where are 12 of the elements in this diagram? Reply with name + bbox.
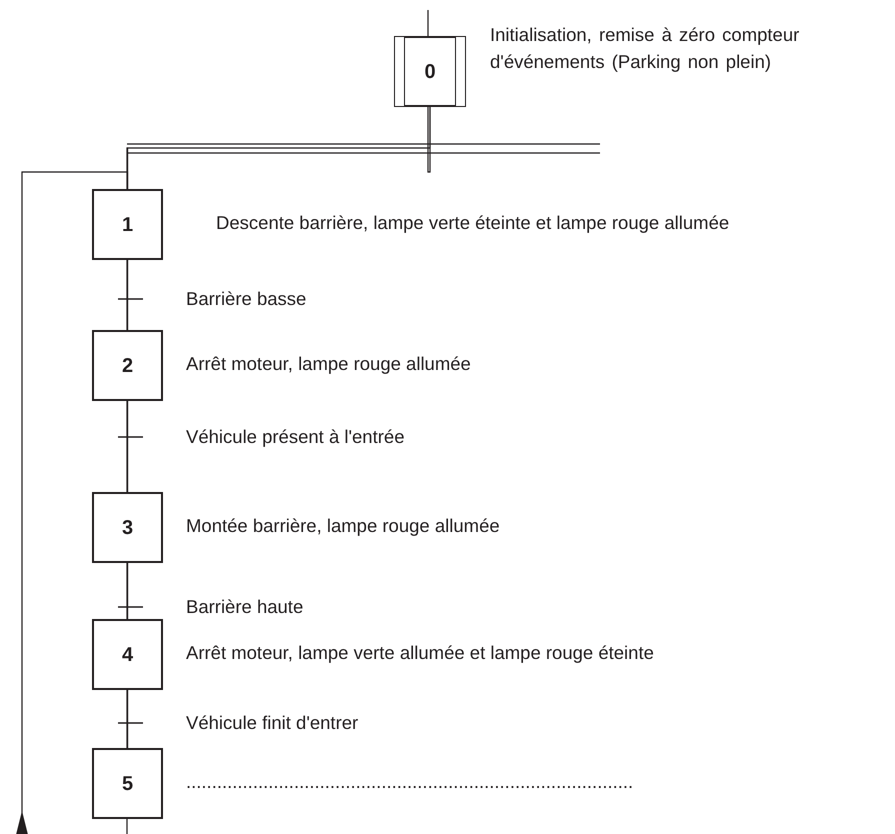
action-text: Montée barrière, lampe rouge allumée — [186, 514, 500, 538]
step-box: 5 — [92, 748, 163, 819]
action-text: ....................................................................................... — [186, 770, 634, 794]
step-box: 3 — [92, 492, 163, 563]
step-box: 1 — [92, 189, 163, 260]
action-text: Initialisation, remise à zéro compteur d'événements (Parking non plein) — [490, 23, 800, 74]
action-text: Descente barrière, lampe verte éteinte et lampe rouge allumée — [216, 210, 730, 235]
step-box: 4 — [92, 619, 163, 690]
step-box: 2 — [92, 330, 163, 401]
action-text: Arrêt moteur, lampe rouge allumée — [186, 352, 471, 376]
initial-step-box: 0 — [394, 36, 466, 107]
action-text: Arrêt moteur, lampe verte allumée et lampe rouge éteinte — [186, 640, 654, 665]
